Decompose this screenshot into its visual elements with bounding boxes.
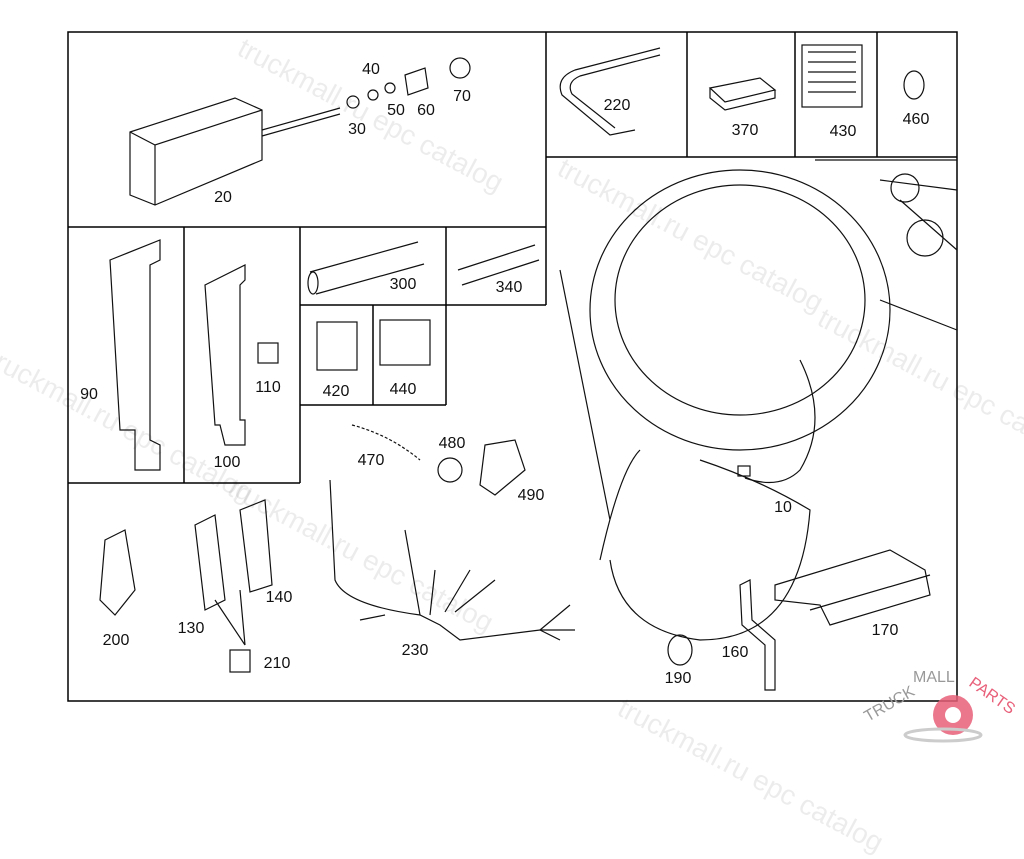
part-230-drawing bbox=[329, 479, 575, 641]
part-480-drawing bbox=[437, 457, 463, 483]
part-label-10[interactable]: 10 bbox=[774, 499, 792, 516]
part-140-drawing bbox=[239, 499, 273, 593]
part-label-220[interactable]: 220 bbox=[603, 97, 631, 114]
part-460-drawing bbox=[903, 70, 925, 100]
parts-diagram bbox=[67, 31, 958, 702]
part-200-drawing bbox=[99, 529, 136, 616]
part-label-160[interactable]: 160 bbox=[721, 644, 749, 661]
part-50-ring bbox=[384, 82, 396, 94]
part-label-200[interactable]: 200 bbox=[102, 632, 130, 649]
part-label-70[interactable]: 70 bbox=[453, 88, 471, 105]
part-190-drawing bbox=[667, 634, 693, 666]
part-170-drawing bbox=[774, 549, 931, 626]
svg-text:TRUCK: TRUCK bbox=[862, 683, 919, 725]
part-label-40[interactable]: 40 bbox=[362, 61, 380, 78]
svg-text:PARTS: PARTS bbox=[966, 674, 1018, 718]
part-drawings bbox=[99, 44, 958, 691]
part-220-drawing bbox=[559, 47, 661, 136]
part-label-470[interactable]: 470 bbox=[357, 452, 385, 469]
part-label-420[interactable]: 420 bbox=[322, 383, 350, 400]
part-370-drawing bbox=[708, 77, 777, 111]
part-340-drawing bbox=[457, 244, 540, 286]
part-label-480[interactable]: 480 bbox=[438, 435, 466, 452]
part-30-nut bbox=[346, 95, 360, 109]
part-label-440[interactable]: 440 bbox=[389, 381, 417, 398]
part-420-drawing bbox=[316, 321, 358, 371]
frame-grid bbox=[67, 31, 958, 702]
part-60-connector bbox=[404, 67, 429, 96]
part-label-130[interactable]: 130 bbox=[177, 620, 205, 637]
part-210-drawing bbox=[229, 649, 251, 673]
part-label-60[interactable]: 60 bbox=[417, 102, 435, 119]
part-130-drawing bbox=[194, 514, 226, 611]
part-160-drawing bbox=[739, 579, 776, 691]
part-label-190[interactable]: 190 bbox=[664, 670, 692, 687]
part-490-drawing bbox=[479, 439, 526, 496]
part-10-plug bbox=[737, 465, 751, 477]
part-label-430[interactable]: 430 bbox=[829, 123, 857, 140]
part-label-20[interactable]: 20 bbox=[214, 189, 232, 206]
part-label-170[interactable]: 170 bbox=[871, 622, 899, 639]
part-20-drawing bbox=[129, 97, 263, 206]
svg-text:MALL: MALL bbox=[913, 669, 955, 686]
part-label-30[interactable]: 30 bbox=[348, 121, 366, 138]
part-20-bolt bbox=[261, 107, 341, 137]
part-label-300[interactable]: 300 bbox=[389, 276, 417, 293]
steering-wheel-drawing bbox=[589, 169, 891, 451]
part-label-100[interactable]: 100 bbox=[213, 454, 241, 471]
part-300-drawing bbox=[309, 241, 425, 295]
part-label-140[interactable]: 140 bbox=[265, 589, 293, 606]
part-label-210[interactable]: 210 bbox=[263, 655, 291, 672]
part-label-460[interactable]: 460 bbox=[902, 111, 930, 128]
part-label-340[interactable]: 340 bbox=[495, 279, 523, 296]
part-10-cable bbox=[744, 359, 816, 484]
part-70-cap bbox=[449, 57, 471, 79]
part-430-drawing bbox=[801, 44, 863, 108]
part-440-drawing bbox=[379, 319, 431, 366]
part-label-230[interactable]: 230 bbox=[401, 642, 429, 659]
part-100-drawing bbox=[204, 264, 246, 446]
truckmallparts-logo: TRUCK MALL PARTS bbox=[862, 669, 1018, 743]
part-label-490[interactable]: 490 bbox=[517, 487, 545, 504]
part-90-drawing bbox=[109, 239, 161, 471]
part-470-drawing bbox=[351, 424, 421, 461]
part-110-drawing bbox=[257, 342, 279, 364]
part-40-washer bbox=[367, 89, 379, 101]
part-label-90[interactable]: 90 bbox=[80, 386, 98, 403]
part-label-370[interactable]: 370 bbox=[731, 122, 759, 139]
part-label-110[interactable]: 110 bbox=[255, 379, 281, 396]
part-label-50[interactable]: 50 bbox=[387, 102, 405, 119]
